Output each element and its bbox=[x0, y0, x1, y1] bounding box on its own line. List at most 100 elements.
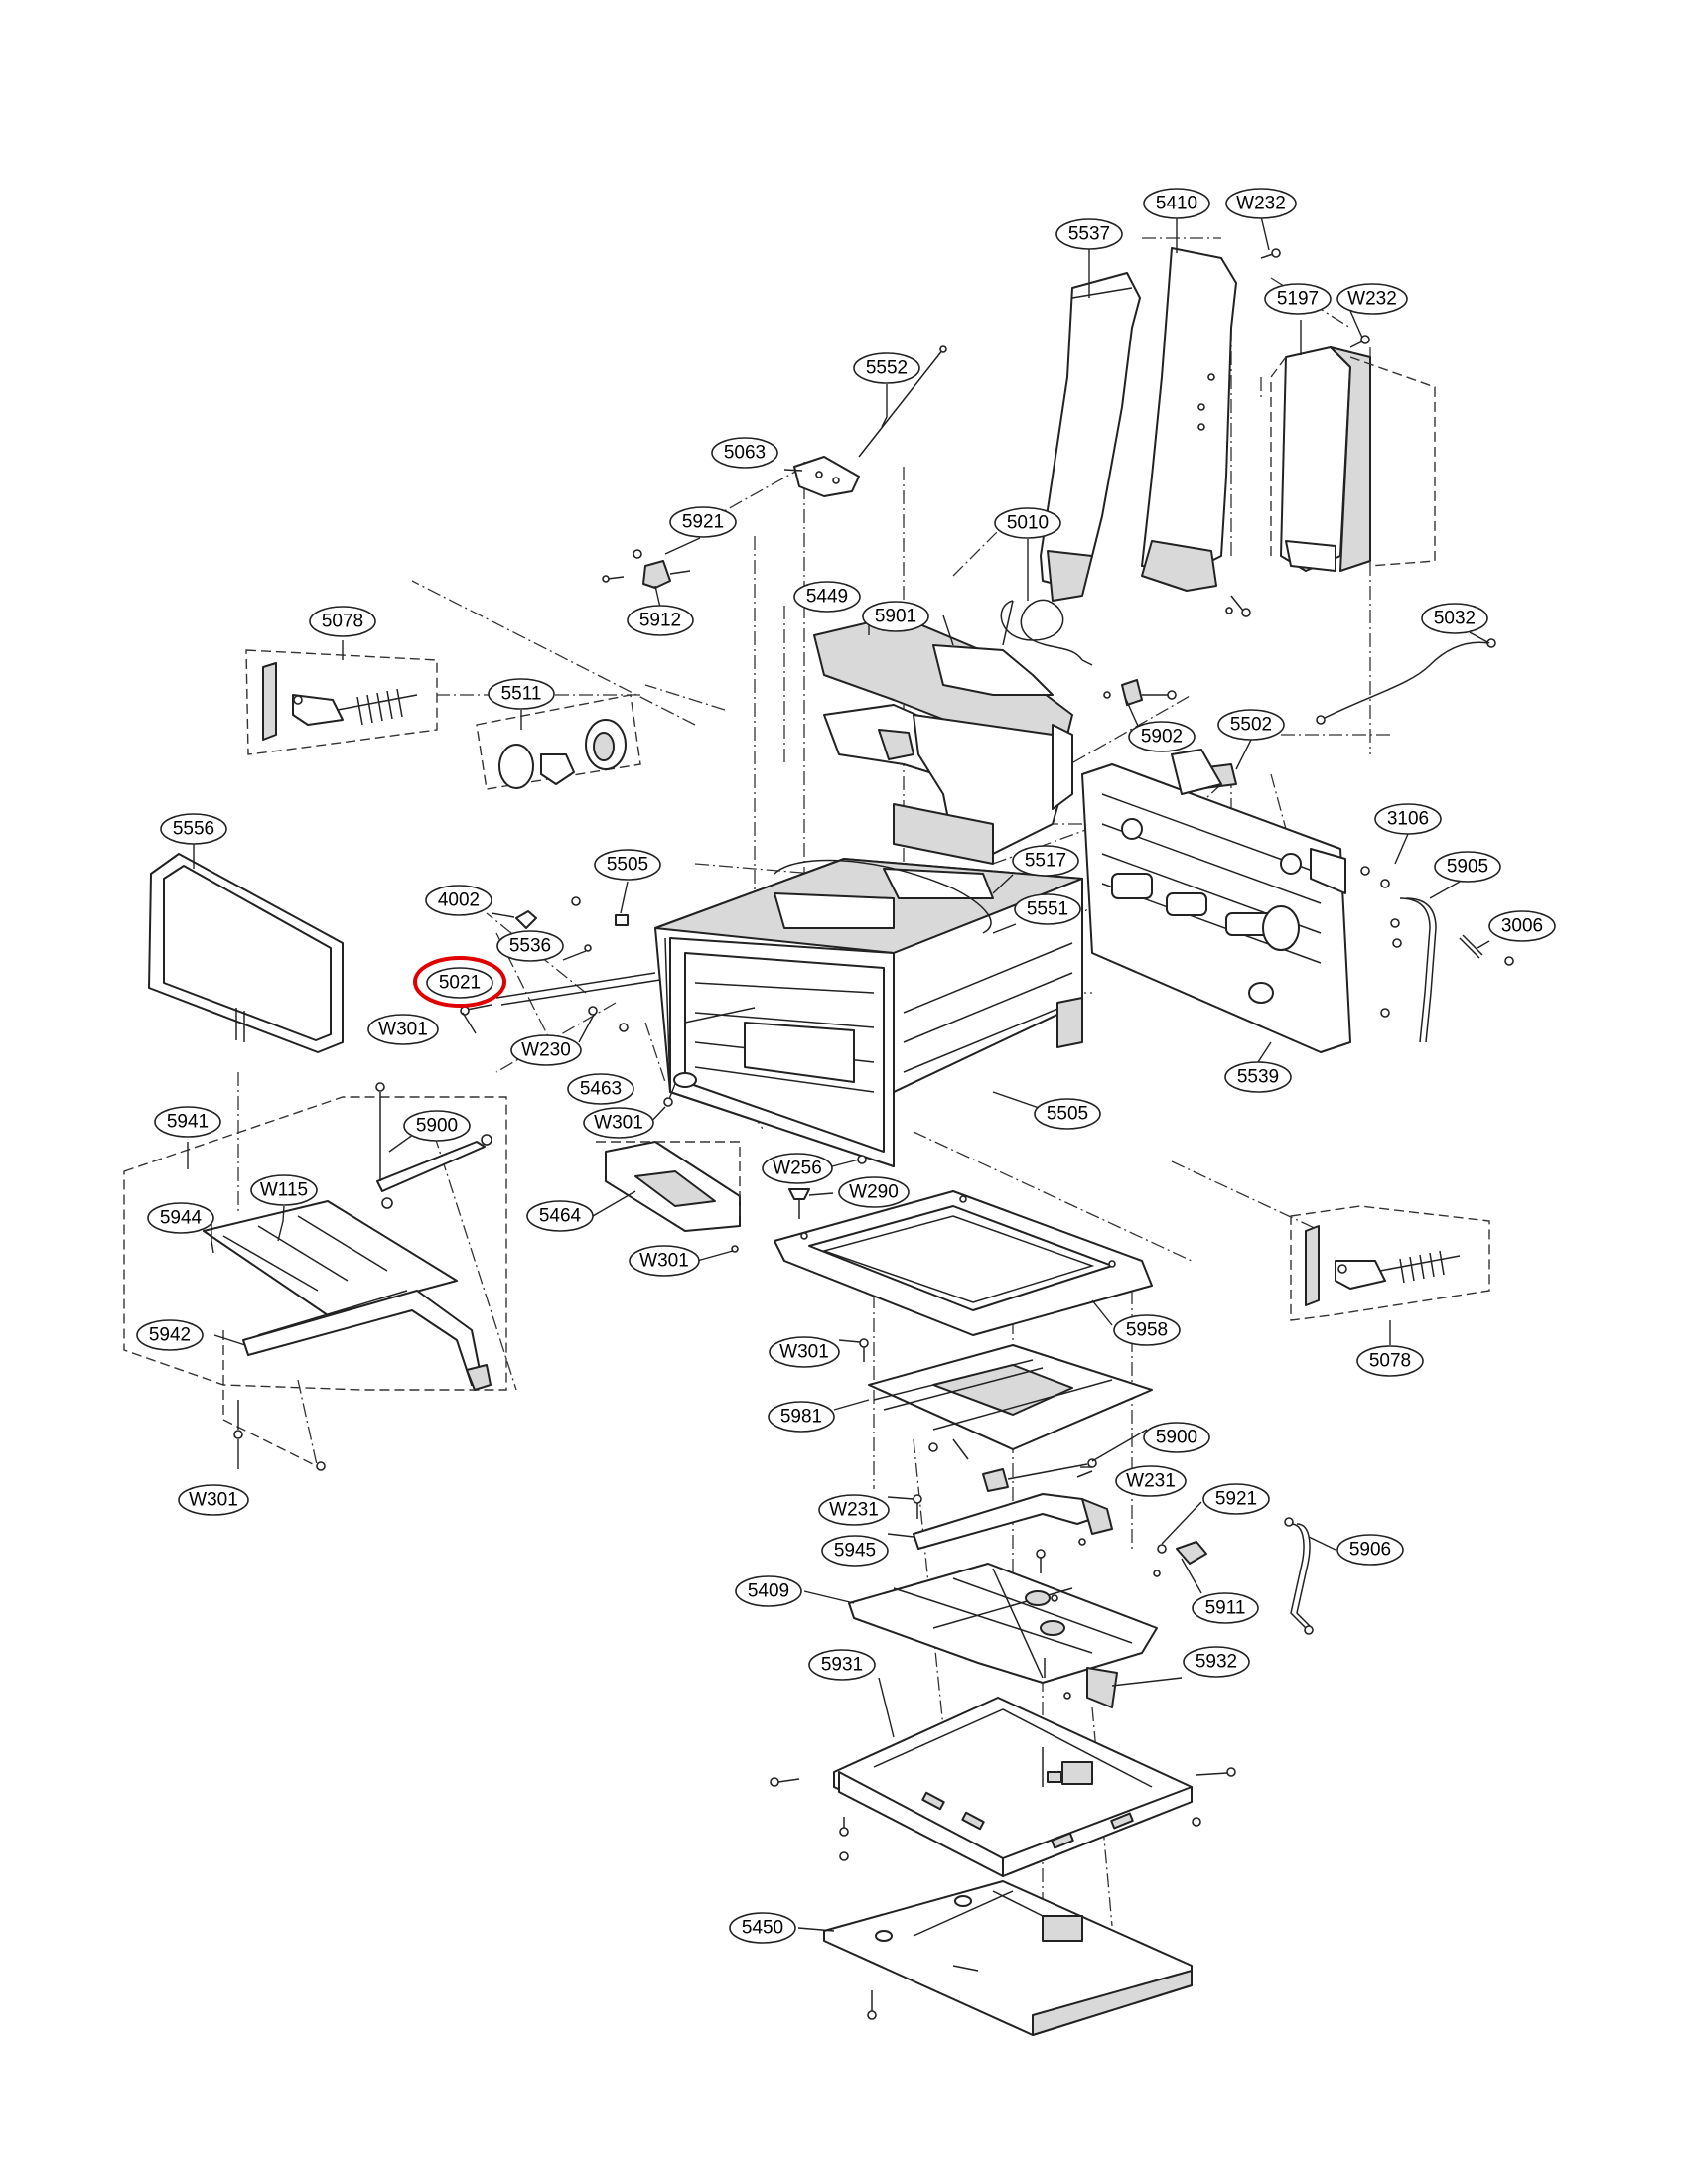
part-5981-frame bbox=[859, 1338, 1153, 1460]
callout-text: 5905 bbox=[1447, 857, 1488, 878]
callout-text: 5912 bbox=[639, 611, 681, 631]
callout-4002: 4002 bbox=[425, 885, 492, 916]
callout-text: W290 bbox=[849, 1182, 899, 1203]
callout-text: 5010 bbox=[1007, 513, 1049, 534]
callout-text: 5981 bbox=[780, 1407, 822, 1428]
callout-w231-left: W231 bbox=[818, 1494, 890, 1526]
callout-text: 5505 bbox=[607, 855, 648, 876]
callout-5502: 5502 bbox=[1217, 709, 1285, 741]
callout-text: 5958 bbox=[1126, 1320, 1168, 1341]
callout-5900-left: 5900 bbox=[403, 1110, 471, 1142]
callout-text: W301 bbox=[779, 1342, 829, 1363]
callout-5032: 5032 bbox=[1421, 603, 1488, 634]
part-5409-shield bbox=[848, 1549, 1158, 1684]
callout-text: 5032 bbox=[1434, 609, 1476, 629]
callout-5906: 5906 bbox=[1336, 1534, 1404, 1566]
callout-text: W232 bbox=[1347, 289, 1397, 310]
callout-5511: 5511 bbox=[488, 678, 555, 710]
callout-text: 5900 bbox=[1156, 1428, 1197, 1448]
callout-5517: 5517 bbox=[1012, 845, 1079, 877]
callout-text: 5901 bbox=[875, 607, 916, 627]
callout-text: 5063 bbox=[724, 443, 766, 464]
callout-text: 5536 bbox=[509, 936, 551, 957]
part-5537-duct bbox=[1040, 272, 1141, 602]
callout-5912: 5912 bbox=[627, 605, 694, 636]
part-5552-rod bbox=[858, 345, 947, 458]
callout-5911: 5911 bbox=[1192, 1592, 1259, 1624]
part-5464-bracket bbox=[596, 1141, 741, 1253]
callout-5552: 5552 bbox=[853, 352, 920, 384]
callout-w301-c: W301 bbox=[629, 1245, 700, 1277]
screws-w232 bbox=[1225, 248, 1370, 614]
callout-3006: 3006 bbox=[1488, 910, 1556, 942]
callout-text: 5021 bbox=[439, 973, 481, 994]
part-5556-gasket bbox=[148, 853, 344, 1053]
callout-text: W301 bbox=[639, 1251, 689, 1272]
callout-w232-top: W232 bbox=[1225, 188, 1297, 219]
callout-text: W232 bbox=[1236, 194, 1286, 214]
callout-5450: 5450 bbox=[729, 1912, 796, 1944]
part-5912-switch bbox=[602, 549, 691, 589]
callout-5464: 5464 bbox=[526, 1200, 594, 1232]
callout-text: W256 bbox=[773, 1159, 822, 1179]
callout-5078-bottom: 5078 bbox=[1356, 1345, 1424, 1377]
part-5010-harness bbox=[1000, 599, 1093, 666]
part-5941-broil-burner bbox=[123, 1082, 507, 1471]
callout-3106: 3106 bbox=[1374, 803, 1442, 835]
part-5511-knob bbox=[476, 694, 641, 790]
part-5063-bracket bbox=[793, 456, 860, 497]
callout-5944: 5944 bbox=[147, 1202, 214, 1234]
callout-text: W115 bbox=[260, 1180, 308, 1201]
callout-text: 5945 bbox=[834, 1541, 876, 1562]
callout-w232-right: W232 bbox=[1336, 283, 1408, 315]
callout-5410: 5410 bbox=[1143, 188, 1210, 219]
part-5449-bracket bbox=[813, 614, 1073, 865]
callout-text: 5932 bbox=[1196, 1652, 1237, 1673]
callout-5921-bottom: 5921 bbox=[1202, 1483, 1270, 1515]
callout-text: 5450 bbox=[742, 1918, 783, 1939]
callout-5900-right: 5900 bbox=[1143, 1422, 1210, 1453]
callout-5449: 5449 bbox=[793, 581, 861, 613]
callout-w290: W290 bbox=[838, 1176, 910, 1208]
part-3006-spring bbox=[1459, 934, 1514, 966]
callout-text: 5078 bbox=[1369, 1351, 1411, 1372]
callout-text: 4002 bbox=[438, 890, 480, 911]
callout-5010: 5010 bbox=[994, 507, 1061, 539]
part-5902-bolt bbox=[1103, 679, 1177, 706]
part-5078-handle-left bbox=[245, 649, 438, 755]
callout-5463: 5463 bbox=[567, 1073, 634, 1105]
callout-text: 5463 bbox=[580, 1079, 622, 1100]
callout-text: 5906 bbox=[1349, 1540, 1391, 1561]
callout-w230: W230 bbox=[510, 1034, 582, 1066]
callout-w301-e: W301 bbox=[769, 1336, 840, 1368]
callout-5921-top: 5921 bbox=[669, 506, 737, 538]
callout-text: 5911 bbox=[1205, 1598, 1246, 1619]
callout-5958: 5958 bbox=[1113, 1314, 1181, 1346]
main-oven-cavity bbox=[654, 858, 1083, 1167]
callout-5945: 5945 bbox=[821, 1535, 889, 1567]
callout-w301-d: W301 bbox=[178, 1484, 249, 1516]
callout-5932: 5932 bbox=[1183, 1646, 1250, 1678]
callout-text: 5517 bbox=[1025, 851, 1066, 872]
callout-text: 5556 bbox=[173, 819, 214, 840]
callout-5556: 5556 bbox=[160, 813, 227, 845]
callout-text: 5078 bbox=[322, 612, 363, 632]
part-5906-tube bbox=[1284, 1517, 1314, 1635]
callout-w301-a: W301 bbox=[367, 1014, 439, 1045]
callout-text: 3106 bbox=[1387, 809, 1429, 830]
part-5410-duct bbox=[1141, 247, 1251, 617]
callout-5981: 5981 bbox=[768, 1401, 835, 1433]
screws-w301-w230 bbox=[460, 972, 661, 1032]
callout-text: 5942 bbox=[149, 1325, 191, 1346]
callout-5197: 5197 bbox=[1264, 283, 1332, 315]
part-5932-bracket bbox=[1063, 1667, 1118, 1708]
highlight-ring-5021 bbox=[413, 956, 506, 1008]
part-5911-valve bbox=[1153, 1541, 1207, 1577]
part-4002-spacer bbox=[515, 896, 629, 952]
callout-text: 5197 bbox=[1277, 289, 1319, 310]
callout-5941: 5941 bbox=[154, 1106, 221, 1138]
part-5032-cable bbox=[1316, 638, 1496, 725]
callout-5078-top: 5078 bbox=[309, 606, 376, 637]
callout-5537: 5537 bbox=[1055, 218, 1123, 250]
